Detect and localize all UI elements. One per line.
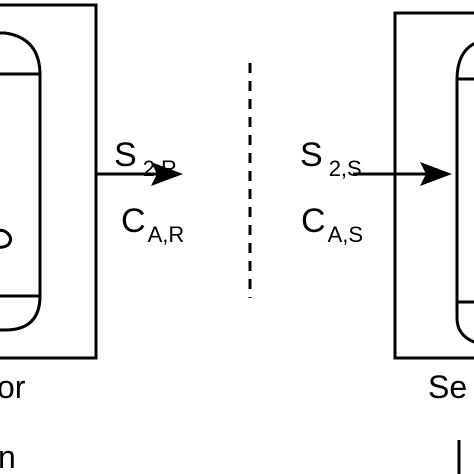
- left-vessel: [0, 31, 42, 332]
- right-flow-label-c: C: [301, 202, 326, 240]
- left-caption-fragment-2: n: [0, 439, 16, 474]
- left-flow-label-c: C: [121, 202, 146, 240]
- left-flow-label-s: S: [114, 136, 137, 174]
- left-flow-label-c-subscript: A,R: [148, 222, 185, 247]
- right-unit-frame: [393, 11, 474, 360]
- right-flow-arrowhead: [420, 162, 452, 186]
- left-vessel-inner-loop: [0, 228, 13, 249]
- right-caption-fragment: Se: [428, 369, 467, 405]
- left-unit-frame: [0, 3, 98, 360]
- svg-text:S2,R: S2,R: [114, 136, 177, 181]
- right-flow-label-c-subscript: A,S: [328, 222, 363, 247]
- right-flow-label-s-subscript: 2,S: [329, 156, 362, 181]
- left-flow-arrowhead: [151, 162, 183, 186]
- right-flow-label-s: S: [300, 136, 323, 174]
- left-caption-fragment: or: [0, 369, 26, 405]
- svg-text:CA,R: CA,R: [121, 202, 184, 247]
- svg-text:S2,S: S2,S: [300, 136, 362, 181]
- right-vessel: [455, 42, 474, 344]
- svg-text:CA,S: CA,S: [301, 202, 363, 247]
- left-flow-label-s-subscript: 2,R: [143, 156, 177, 181]
